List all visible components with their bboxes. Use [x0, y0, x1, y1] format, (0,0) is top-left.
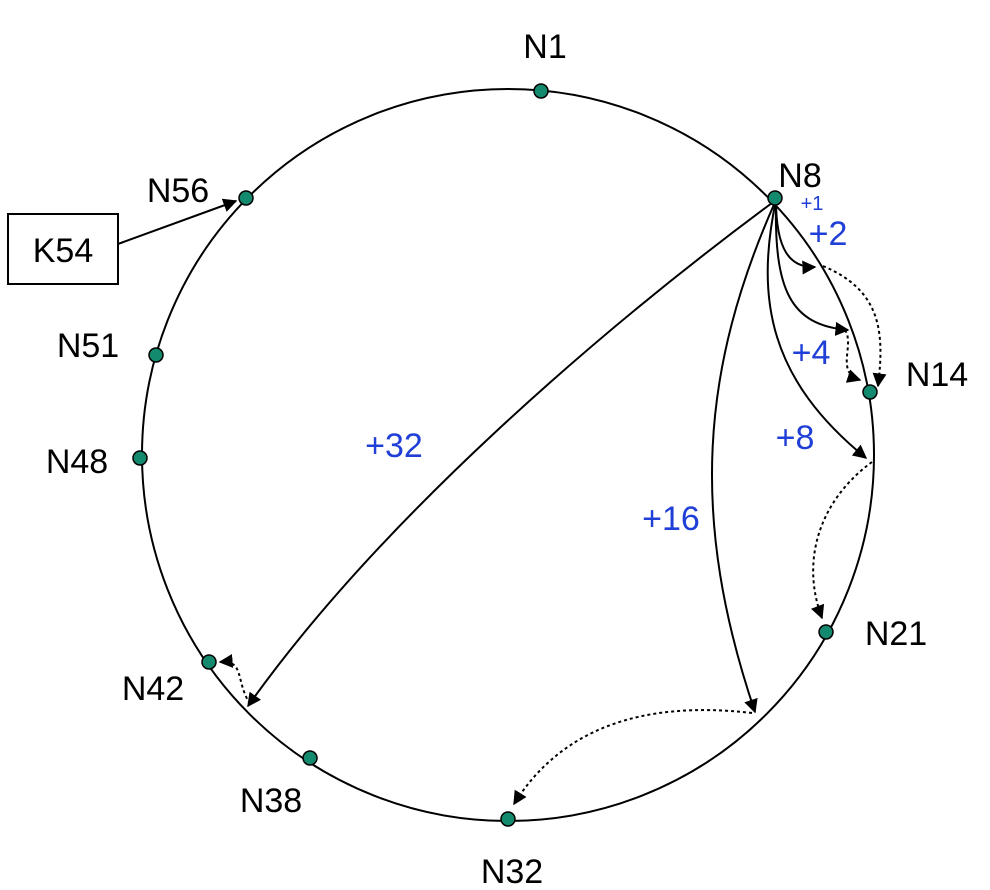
- finger-label-plus1: +1: [801, 193, 824, 215]
- node-label-n21: N21: [865, 615, 927, 653]
- finger-arrows: [247, 199, 868, 714]
- node-label-n42: N42: [122, 670, 184, 708]
- node-n42: [201, 654, 217, 670]
- node-label-n1: N1: [523, 28, 566, 66]
- arrow-plus8: [766, 199, 868, 459]
- node-n32: [500, 811, 516, 827]
- node-label-n8: N8: [778, 157, 821, 195]
- node-label-n56: N56: [147, 172, 209, 210]
- finger-label-plus8: +8: [776, 419, 815, 457]
- node-n38: [302, 750, 318, 766]
- node-label-n48: N48: [46, 443, 108, 481]
- node-n8: [767, 190, 783, 206]
- finger-label-plus2: +2: [809, 215, 848, 253]
- node-n14: [862, 384, 878, 400]
- node-n51: [148, 347, 164, 363]
- node-label-n51: N51: [57, 327, 119, 365]
- dotted-plus32-to-n42: [218, 654, 251, 705]
- arrow-plus4: [774, 199, 850, 336]
- node-n21: [818, 624, 834, 640]
- key-box: [7, 213, 119, 285]
- finger-label-plus4: +4: [792, 334, 831, 372]
- key-label: K54: [33, 232, 94, 270]
- dotted-plus2-to-n14: [822, 265, 887, 388]
- node-label-n38: N38: [240, 782, 302, 820]
- node-n48: [132, 450, 148, 466]
- node-n56: [238, 190, 254, 206]
- node-label-n14: N14: [906, 356, 968, 394]
- nodes: [132, 83, 878, 827]
- node-n1: [533, 83, 549, 99]
- key-arrow: [117, 198, 238, 245]
- arrow-plus32: [247, 199, 777, 708]
- arrow-plus16: [711, 199, 777, 714]
- node-label-n32: N32: [481, 853, 543, 890]
- dotted-plus16-to-n32: [513, 709, 753, 806]
- successor-arrows: [218, 265, 887, 806]
- dotted-plus4-to-n14: [844, 329, 862, 383]
- finger-label-plus16: +16: [642, 500, 700, 538]
- finger-label-plus32: +32: [365, 427, 423, 465]
